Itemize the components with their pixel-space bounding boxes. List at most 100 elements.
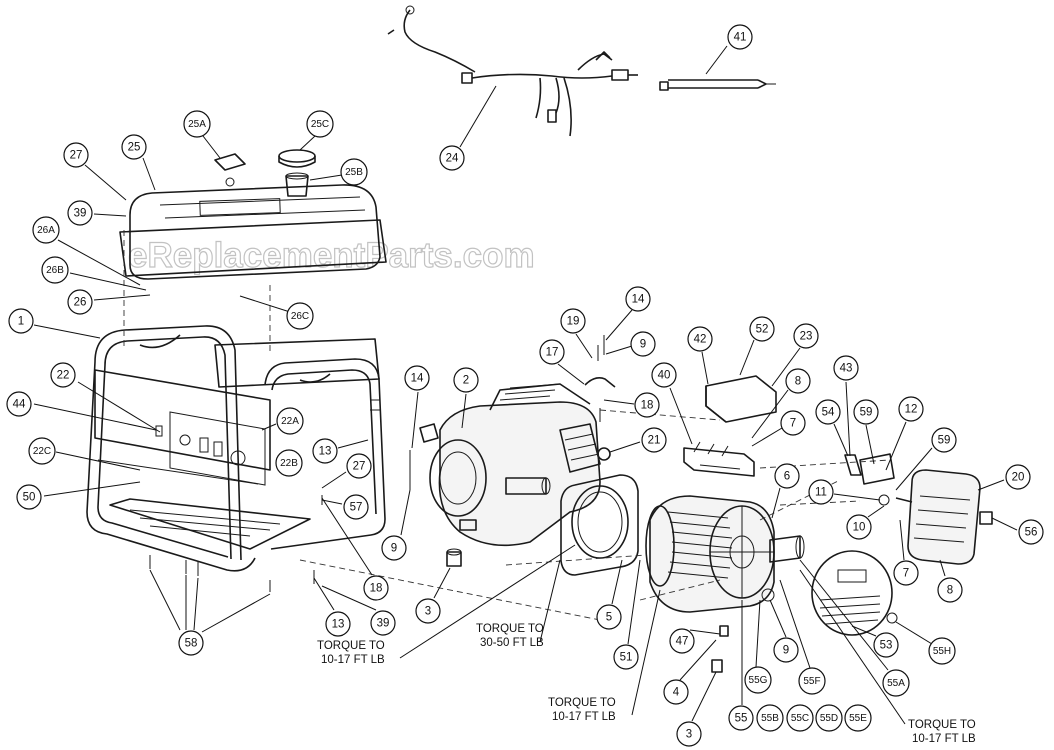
- callout-52: 52: [749, 316, 775, 342]
- alternator-drawing: [645, 495, 805, 613]
- callout-circle: [625, 286, 651, 312]
- callout-circle: [50, 362, 76, 388]
- callout-circle: [596, 604, 622, 630]
- callout-label: 58: [185, 638, 198, 650]
- callout-label: 6: [784, 471, 790, 483]
- callout-55a: 55A: [882, 669, 910, 697]
- callout-6: 6: [774, 463, 800, 489]
- callout-circle: [67, 289, 93, 315]
- callout-label: 39: [74, 208, 87, 220]
- callout-circle: [833, 355, 859, 381]
- callout-39: 39: [370, 610, 396, 636]
- callout-label: 55A: [887, 678, 905, 689]
- callout-42: 42: [687, 326, 713, 352]
- callout-label: 41: [734, 32, 747, 44]
- callout-19: 19: [560, 308, 586, 334]
- callout-circle: [178, 630, 204, 656]
- wiring-harness-drawing: [387, 5, 638, 137]
- callout-circle: [363, 575, 389, 601]
- torque-label-line1: TORQUE TO: [908, 719, 976, 731]
- callout-26b: 26B: [41, 256, 69, 284]
- callout-label: 47: [676, 636, 689, 648]
- callout-circle: [815, 704, 843, 732]
- callout-55: 55: [728, 705, 754, 731]
- callout-label: 42: [694, 334, 707, 346]
- callout-label: 13: [332, 619, 345, 631]
- callout-2: 2: [453, 367, 479, 393]
- callout-label: 25A: [188, 119, 206, 130]
- callout-circle: [756, 704, 784, 732]
- callout-label: 20: [1012, 472, 1025, 484]
- callout-circle: [773, 637, 799, 663]
- callout-label: 43: [840, 363, 853, 375]
- callout-18: 18: [634, 392, 660, 418]
- callout-label: 3: [686, 729, 692, 741]
- callout-8: 8: [937, 577, 963, 603]
- callout-label: 55G: [749, 675, 768, 686]
- callout-18: 18: [363, 575, 389, 601]
- callout-21: 21: [641, 427, 667, 453]
- callout-circle: [32, 216, 60, 244]
- callout-5: 5: [596, 604, 622, 630]
- callout-22b: 22B: [275, 449, 303, 477]
- callout-circle: [286, 302, 314, 330]
- callout-51: 51: [613, 644, 639, 670]
- callout-label: 39: [377, 618, 390, 630]
- callout-circle: [931, 427, 957, 453]
- callout-41: 41: [727, 24, 753, 50]
- callout-10: 10: [846, 514, 872, 540]
- callout-circle: [121, 134, 147, 160]
- callout-circle: [846, 514, 872, 540]
- callout-label: 12: [905, 404, 918, 416]
- callout-label: 40: [658, 370, 671, 382]
- callout-label: 22B: [280, 458, 298, 469]
- callout-label: 5: [606, 612, 612, 624]
- callout-circle: [1005, 464, 1031, 490]
- callout-label: 10: [853, 522, 866, 534]
- callout-58: 58: [178, 630, 204, 656]
- callout-26: 26: [67, 289, 93, 315]
- callout-label: 4: [673, 687, 680, 699]
- callout-label: 8: [947, 585, 953, 597]
- callout-12: 12: [898, 396, 924, 422]
- callout-circle: [663, 679, 689, 705]
- callout-53: 53: [873, 632, 899, 658]
- callout-circle: [183, 110, 211, 138]
- callout-label: 19: [567, 316, 580, 328]
- callout-7: 7: [780, 410, 806, 436]
- callout-label: 25C: [311, 119, 329, 130]
- callout-circle: [898, 396, 924, 422]
- callout-55b: 55B: [756, 704, 784, 732]
- callout-label: 26B: [46, 265, 64, 276]
- callout-3: 3: [676, 721, 702, 747]
- callout-13: 13: [312, 438, 338, 464]
- callout-circle: [815, 399, 841, 425]
- callout-label: 59: [938, 435, 951, 447]
- callout-circle: [780, 410, 806, 436]
- callout-circle: [613, 644, 639, 670]
- callout-label: 25B: [345, 167, 363, 178]
- callout-label: 59: [860, 407, 873, 419]
- callout-label: 55B: [761, 713, 779, 724]
- callout-47: 47: [669, 628, 695, 654]
- callout-circle: [275, 449, 303, 477]
- callout-circle: [6, 391, 32, 417]
- callout-label: 26A: [37, 225, 55, 236]
- callout-label: 53: [880, 640, 893, 652]
- callout-circle: [8, 308, 34, 334]
- callout-circle: [381, 535, 407, 561]
- callout-25b: 25B: [340, 158, 368, 186]
- callout-circle: [634, 392, 660, 418]
- callout-43: 43: [833, 355, 859, 381]
- torque-label-line2: 10-17 FT LB: [912, 733, 976, 745]
- callout-label: 3: [425, 606, 431, 618]
- callout-label: 54: [822, 407, 835, 419]
- callout-22c: 22C: [28, 437, 56, 465]
- callout-22a: 22A: [276, 407, 304, 435]
- torque-label-line1: TORQUE TO: [476, 623, 544, 635]
- callout-label: 55C: [791, 713, 809, 724]
- callout-circle: [453, 367, 479, 393]
- callout-circle: [41, 256, 69, 284]
